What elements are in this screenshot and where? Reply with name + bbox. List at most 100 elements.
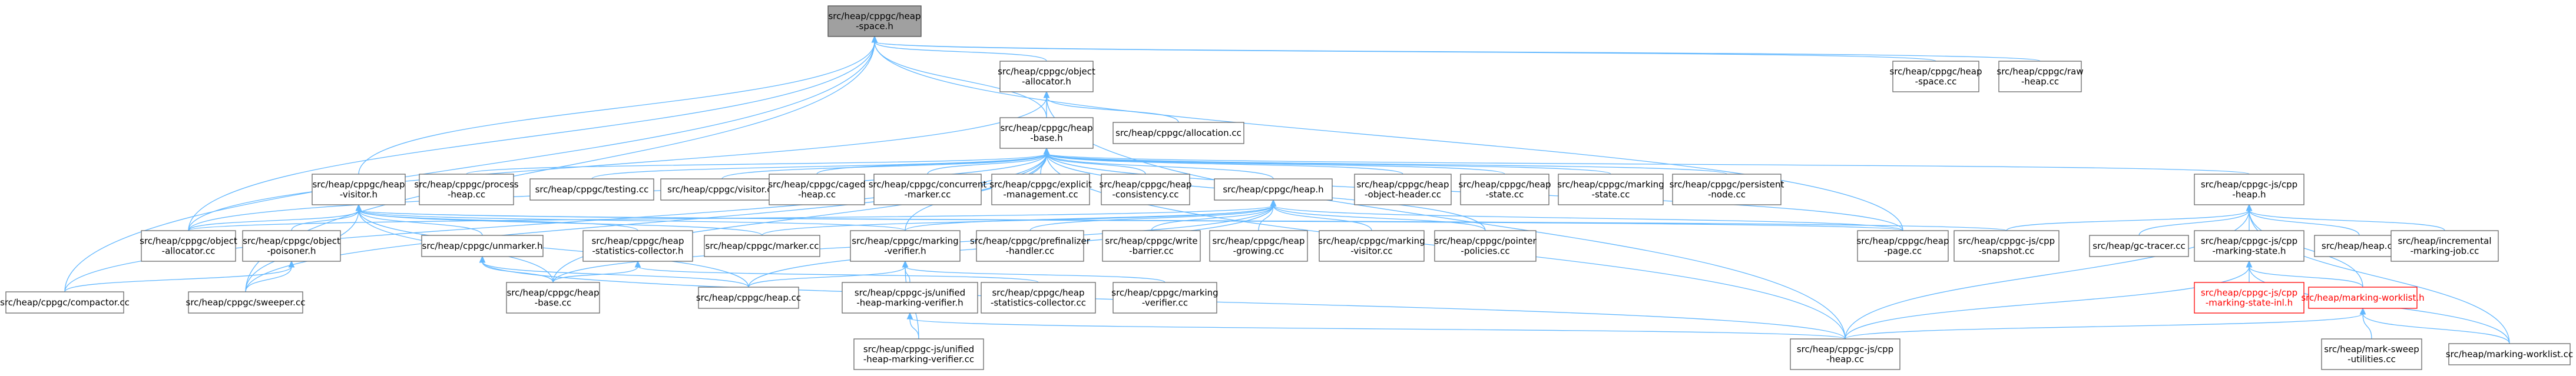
file-node-heap-growing-cc[interactable]: src/heap/cppgc/heap-growing.cc bbox=[1209, 230, 1308, 262]
file-node-heap-consistency-cc[interactable]: src/heap/cppgc/heap-consistency.cc bbox=[1099, 174, 1192, 205]
node-label-line: -heap-marking-verifier.cc bbox=[863, 354, 974, 365]
node-label-line: src/heap/cppgc/explicit bbox=[989, 179, 1092, 190]
file-node-prefinalizer-cc[interactable]: src/heap/cppgc/prefinalizer-handler.cc bbox=[970, 230, 1091, 262]
node-label-line: src/heap/cppgc/visitor.cc bbox=[667, 184, 777, 195]
file-node-marking-verifier-cc[interactable]: src/heap/cppgc/marking-verifier.cc bbox=[1111, 282, 1219, 314]
include-edge bbox=[64, 266, 292, 292]
node-label-line: -allocator.h bbox=[1022, 76, 1071, 87]
node-box bbox=[660, 178, 784, 201]
file-node-cpp-heap-h[interactable]: src/heap/cppgc-js/cpp-heap.h bbox=[2194, 174, 2305, 205]
node-label-line: src/heap/cppgc/raw bbox=[1996, 66, 2083, 77]
node-label-line: -visitor.h bbox=[340, 189, 378, 200]
node-label-line: src/heap/cppgc/heap bbox=[1356, 179, 1449, 190]
node-label-line: src/heap/cppgc/heap.h bbox=[1223, 184, 1323, 195]
include-edge bbox=[1046, 97, 1846, 340]
file-node-object-allocator-cc[interactable]: src/heap/cppgc/object-allocator.cc bbox=[140, 230, 237, 262]
include-edge bbox=[905, 266, 1166, 283]
node-label-line: src/heap/cppgc/prefinalizer bbox=[970, 236, 1091, 247]
file-node-marking-worklist-cc[interactable]: src/heap/marking-worklist.cc bbox=[2446, 343, 2573, 365]
file-node-write-barrier-cc[interactable]: src/heap/cppgc/write-barrier.cc bbox=[1102, 230, 1201, 262]
file-node-cpp-marking-state-h[interactable]: src/heap/cppgc-js/cpp-marking-state.h bbox=[2194, 230, 2305, 262]
file-node-object-poisoner-h[interactable]: src/heap/cppgc/object-poisoner.h bbox=[242, 230, 341, 262]
file-node-pointer-policies-cc[interactable]: src/heap/cppgc/pointer-policies.cc bbox=[1434, 230, 1537, 262]
file-node-heap-heap-cc[interactable]: src/heap/heap.cc bbox=[2314, 235, 2405, 257]
node-label-line: src/heap/cppgc/marking bbox=[852, 236, 958, 247]
file-node-marker-cc[interactable]: src/heap/cppgc/marker.cc bbox=[704, 235, 820, 257]
node-box bbox=[2321, 338, 2422, 370]
node-box bbox=[188, 291, 303, 314]
file-node-marking-visitor-cc[interactable]: src/heap/cppgc/marking-visitor.cc bbox=[1318, 230, 1425, 262]
file-node-heap-page-cc[interactable]: src/heap/cppgc/heap-page.cc bbox=[1856, 230, 1949, 262]
file-node-heap-space-h[interactable]: src/heap/cppgc/heap-space.h bbox=[827, 5, 922, 37]
file-node-cpp-snapshot-cc[interactable]: src/heap/cppgc-js/cpp-snapshot.cc bbox=[1953, 230, 2060, 262]
file-node-heap-cc[interactable]: src/heap/cppgc/heap.cc bbox=[696, 287, 801, 309]
node-box bbox=[1790, 338, 1900, 370]
file-node-unmarker-h[interactable]: src/heap/cppgc/unmarker.h bbox=[421, 235, 544, 257]
file-node-compactor-cc[interactable]: src/heap/cppgc/compactor.cc bbox=[0, 291, 130, 314]
file-node-heap-state-cc[interactable]: src/heap/cppgc/heap-state.cc bbox=[1458, 174, 1551, 205]
node-box bbox=[991, 174, 1090, 205]
file-node-testing-cc[interactable]: src/heap/cppgc/testing.cc bbox=[529, 178, 654, 201]
file-node-heap-object-header-cc[interactable]: src/heap/cppgc/heap-object-header.cc bbox=[1354, 174, 1452, 205]
file-node-raw-heap-cc[interactable]: src/heap/cppgc/raw-heap.cc bbox=[1996, 61, 2084, 92]
include-edge bbox=[1845, 209, 2250, 340]
edge-arrowhead bbox=[1270, 199, 1277, 207]
edge-arrowhead bbox=[2246, 204, 2253, 211]
include-edge bbox=[245, 266, 292, 292]
node-box bbox=[421, 235, 544, 257]
node-box bbox=[1434, 230, 1537, 262]
file-node-object-allocator-h[interactable]: src/heap/cppgc/object-allocator.h bbox=[998, 61, 1095, 92]
file-node-marking-state-cc[interactable]: src/heap/cppgc/marking-state.cc bbox=[1557, 174, 1664, 205]
file-node-process-heap-cc[interactable]: src/heap/cppgc/process-heap.cc bbox=[414, 174, 519, 205]
file-node-allocation-cc[interactable]: src/heap/cppgc/allocation.cc bbox=[1112, 122, 1244, 144]
file-node-unified-hmv-cc[interactable]: src/heap/cppgc-js/unified-heap-marking-v… bbox=[853, 338, 984, 370]
include-edge bbox=[2362, 313, 2510, 344]
file-node-visitor-cc[interactable]: src/heap/cppgc/visitor.cc bbox=[660, 178, 784, 201]
file-node-sweeper-cc[interactable]: src/heap/cppgc/sweeper.cc bbox=[186, 291, 306, 314]
node-box bbox=[704, 235, 820, 257]
file-node-heap-stats-collector-h[interactable]: src/heap/cppgc/heap-statistics-collector… bbox=[582, 230, 693, 262]
file-node-marking-worklist-h[interactable]: src/heap/marking-worklist.h bbox=[2301, 287, 2425, 309]
include-edge bbox=[1046, 153, 1403, 175]
include-edge bbox=[291, 209, 359, 231]
node-box bbox=[769, 174, 865, 205]
file-node-heap-base-h[interactable]: src/heap/cppgc/heap-base.h bbox=[999, 117, 1094, 149]
node-label-line: src/heap/cppgc/heap bbox=[1458, 179, 1551, 190]
node-box bbox=[2448, 343, 2571, 365]
node-label-line: -consistency.cc bbox=[1112, 189, 1178, 200]
file-node-concurrent-marker-cc[interactable]: src/heap/cppgc/concurrent-marker.cc bbox=[869, 174, 987, 205]
file-node-incremental-marking-job-cc[interactable]: src/heap/incremental-marking-job.cc bbox=[2390, 230, 2499, 262]
file-node-cpp-marking-state-inl-h[interactable]: src/heap/cppgc-js/cpp-marking-state-inl.… bbox=[2194, 282, 2305, 314]
node-label-line: -verifier.cc bbox=[1142, 298, 1188, 308]
node-label-line: src/heap/cppgc/heap bbox=[312, 179, 405, 190]
node-label-line: src/heap/cppgc-js/cpp bbox=[1797, 344, 1893, 355]
include-edge bbox=[2249, 266, 2363, 288]
node-label-line: -barrier.cc bbox=[1129, 246, 1174, 257]
file-node-heap-visitor-h[interactable]: src/heap/cppgc/heap-visitor.h bbox=[312, 174, 406, 205]
file-node-mark-sweep-utilities-cc[interactable]: src/heap/mark-sweep-utilities.cc bbox=[2321, 338, 2422, 370]
node-label-line: src/heap/cppgc/heap bbox=[1212, 236, 1304, 247]
include-edge bbox=[2249, 209, 2445, 231]
file-node-heap-space-cc[interactable]: src/heap/cppgc/heap-space.cc bbox=[1889, 61, 1982, 92]
file-node-heap-base-cc[interactable]: src/heap/cppgc/heap-base.cc bbox=[506, 282, 600, 314]
file-node-explicit-mgmt-cc[interactable]: src/heap/cppgc/explicit-management.cc bbox=[989, 174, 1092, 205]
file-node-gc-tracer-cc[interactable]: src/heap/gc-tracer.cc bbox=[2089, 235, 2189, 257]
include-edge bbox=[1151, 205, 1274, 231]
node-label-line: -statistics-collector.cc bbox=[991, 298, 1086, 308]
node-box bbox=[999, 61, 1094, 92]
include-edge bbox=[2138, 209, 2250, 236]
include-edge bbox=[1046, 153, 1727, 175]
node-label-line: src/heap/cppgc/heap bbox=[992, 288, 1084, 298]
node-label-line: -verifier.h bbox=[884, 246, 926, 257]
file-node-marking-verifier-h[interactable]: src/heap/cppgc/marking-verifier.h bbox=[850, 230, 961, 262]
node-box bbox=[2194, 230, 2305, 262]
file-node-heap-stats-collector-cc[interactable]: src/heap/cppgc/heap-statistics-collector… bbox=[981, 282, 1096, 314]
node-label-line: src/heap/cppgc/unmarker.h bbox=[422, 241, 543, 251]
node-label-line: src/heap/cppgc/persistent bbox=[1670, 179, 1784, 190]
file-node-heap-h[interactable]: src/heap/cppgc/heap.h bbox=[1214, 178, 1333, 201]
include-edge bbox=[1273, 205, 1372, 231]
file-node-caged-heap-cc[interactable]: src/heap/cppgc/caged-heap.cc bbox=[768, 174, 866, 205]
file-node-persistent-node-cc[interactable]: src/heap/cppgc/persistent-node.cc bbox=[1670, 174, 1784, 205]
file-node-unified-hmv-h[interactable]: src/heap/cppgc-js/unified-heap-marking-v… bbox=[842, 282, 978, 314]
file-node-cpp-heap-cc[interactable]: src/heap/cppgc-js/cpp-heap.cc bbox=[1790, 338, 1900, 370]
